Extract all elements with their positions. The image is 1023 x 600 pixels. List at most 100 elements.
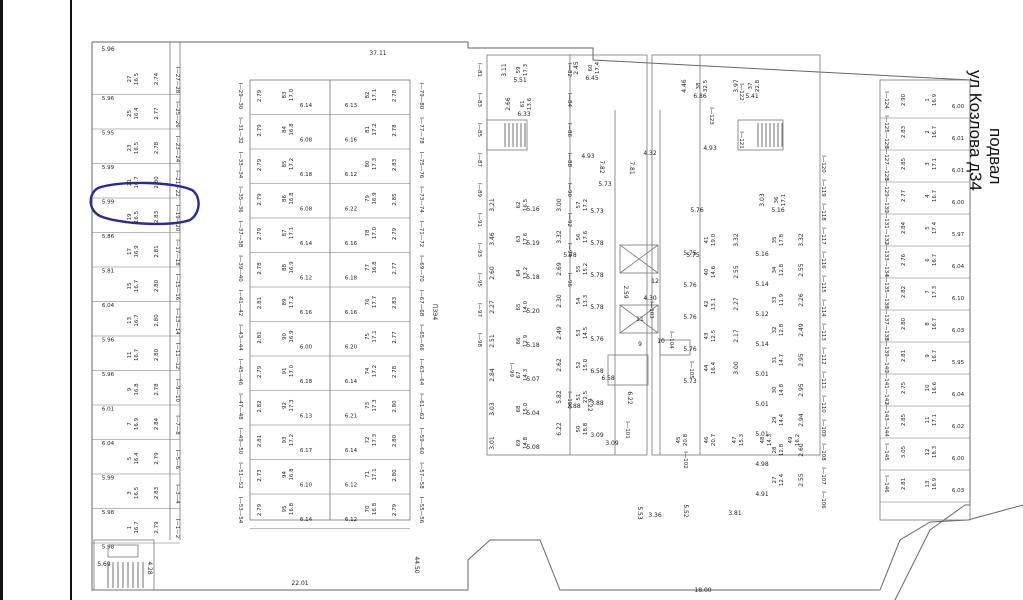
column-d-depth: 2.80 bbox=[901, 317, 907, 330]
right-mid-width: 5.01 bbox=[755, 371, 769, 378]
column-d-room-number: 5 bbox=[925, 226, 931, 230]
column-d-depth: 2.82 bbox=[901, 286, 907, 298]
core-dimension: 4.30 bbox=[643, 295, 657, 302]
column-b-room-area: 17.2 bbox=[289, 296, 295, 308]
column-b-pair-label: I—35—36 bbox=[237, 186, 243, 213]
column-c-pair-label: I—71—72 bbox=[418, 221, 424, 248]
column-b-room-number: 84 bbox=[282, 126, 288, 133]
column-a-width: 5.96 bbox=[102, 96, 115, 102]
corridor-left-label: I—93 bbox=[476, 243, 482, 258]
core-dimension: 2.59 bbox=[622, 285, 629, 299]
column-c-width: 6.12 bbox=[345, 483, 357, 489]
column-d-room-number: 4 bbox=[925, 194, 931, 198]
column-d-pair-label: I—141—142 bbox=[883, 371, 889, 405]
inner-right-depth: 3.32 bbox=[733, 233, 740, 247]
inner-left-width: 6.58 bbox=[590, 368, 604, 375]
column-d-depth: 2.75 bbox=[901, 381, 907, 394]
inner-left-width: 5.73 bbox=[590, 208, 604, 215]
top-block-width: 5.51 bbox=[513, 77, 527, 84]
column-d-width: 6.01 bbox=[952, 168, 964, 174]
column-d-room-number: 10 bbox=[925, 384, 931, 391]
column-c-width: 6.18 bbox=[345, 276, 358, 282]
left-mid-room-number: 63 bbox=[516, 235, 522, 242]
column-b-room-number: 85 bbox=[282, 160, 288, 167]
column-c-room-area: 17.1 bbox=[372, 468, 378, 480]
column-c-pair-label: I—69—70 bbox=[418, 255, 424, 282]
corridor-right-label: I—115 bbox=[820, 275, 826, 293]
column-d-room-number: 11 bbox=[925, 417, 931, 424]
right-mid-room-area: 14.4 bbox=[779, 413, 785, 426]
right-mid-depth: 2.95 bbox=[798, 353, 805, 367]
corridor-mid-label: I—86 bbox=[566, 123, 572, 138]
elevator-shaft bbox=[619, 304, 659, 334]
right-mid-room-area: 11.9 bbox=[779, 293, 785, 306]
left-mid-room-number: 62 bbox=[516, 202, 522, 209]
column-d-room-area: 16.9 bbox=[932, 477, 938, 490]
column-a-pair-label: I—9—10 bbox=[174, 379, 180, 403]
column-b-width: 6.14 bbox=[300, 241, 313, 247]
shaft-label: 10 bbox=[657, 338, 665, 345]
corridor-left-label: I—98 bbox=[476, 333, 482, 348]
column-c-room-number: 75 bbox=[365, 333, 371, 340]
left-mid-room-area: 17.6 bbox=[523, 232, 529, 245]
column-a-depth: 2.80 bbox=[154, 279, 160, 292]
column-a-room-area: 16.7 bbox=[134, 521, 140, 534]
core-dimension: 5.52 bbox=[682, 504, 689, 518]
inner-left-room-number: 56 bbox=[576, 233, 582, 240]
core-dimension: 5.75 bbox=[686, 252, 700, 259]
column-d-depth: 3.05 bbox=[901, 445, 907, 458]
right-mid-room-area: 12.4 bbox=[779, 473, 785, 486]
column-d-pair-label: I—135—136 bbox=[883, 275, 889, 309]
inner-right-room-area: 20.7 bbox=[711, 433, 717, 446]
column-b-pair-label: I—31—32 bbox=[237, 117, 243, 144]
column-c-pair-label: I—75—76 bbox=[418, 152, 424, 179]
column-d-room-area: 16.9 bbox=[932, 93, 938, 106]
inner-left-width: 5.78 bbox=[590, 240, 604, 247]
column-c-depth: 2.80 bbox=[392, 400, 398, 413]
column-c-depth: 2.80 bbox=[392, 469, 398, 482]
left-stair-block bbox=[93, 539, 155, 591]
column-d-room-area: 16.6 bbox=[932, 381, 938, 394]
column-c-room-number: 79 bbox=[365, 195, 371, 202]
inner-right-depth: 2.17 bbox=[733, 329, 740, 343]
column-a-width: 5.96 bbox=[102, 338, 115, 344]
column-b-room-area: 16.8 bbox=[289, 192, 295, 205]
inner-right-room-area: 19.0 bbox=[711, 233, 717, 246]
column-d-width: 6.00 bbox=[952, 200, 965, 206]
column-c-room-area: 17.1 bbox=[372, 89, 378, 101]
column-d-room-area: 17.1 bbox=[932, 414, 938, 426]
left-mid-depth: 2.27 bbox=[489, 300, 496, 314]
top-block-depth: 3.11 bbox=[501, 63, 508, 77]
core-dimension: 3.81 bbox=[728, 510, 742, 517]
column-c-room-number: 82 bbox=[365, 92, 371, 99]
highlight-circle bbox=[89, 181, 200, 226]
corridor-mid-label: I—103 bbox=[648, 301, 654, 319]
column-b-room-number: 90 bbox=[282, 333, 288, 340]
column-a-room-area: 16.9 bbox=[134, 245, 140, 258]
column-c-width: 6.12 bbox=[345, 172, 357, 178]
column-a-depth: 2.79 bbox=[154, 452, 160, 465]
column-c-depth: 2.78 bbox=[392, 89, 398, 102]
inner-left-width: 5.78 bbox=[590, 272, 604, 279]
inner-right-room-area: 16.2 bbox=[795, 434, 801, 446]
corridor-left-label: I—100 bbox=[566, 391, 572, 409]
column-d-width: 6.00 bbox=[952, 104, 965, 110]
top-block-room-number: 59 bbox=[516, 66, 522, 73]
column-c-room-number: 77 bbox=[365, 264, 371, 271]
column-c-depth: 2.77 bbox=[392, 331, 398, 344]
elevator-cross bbox=[619, 244, 659, 274]
top-block-room-area: 17.1 bbox=[781, 194, 787, 206]
column-b-width: 6.12 bbox=[300, 276, 312, 282]
left-mid-width: 5.20 bbox=[526, 308, 540, 315]
inner-left-depth: 2.49 bbox=[556, 326, 563, 340]
column-a-room-number: 11 bbox=[127, 352, 133, 359]
left-mid-room-area: 14.8 bbox=[523, 436, 529, 449]
column-a-depth: 2.83 bbox=[154, 210, 160, 223]
core-dimension: 5.53 bbox=[636, 506, 643, 520]
right-mid-width: 5.12 bbox=[755, 311, 769, 318]
corridor-left-label: I—91 bbox=[476, 213, 482, 227]
left-mid-room-area: 15.0 bbox=[523, 402, 529, 415]
top-block-depth: 3.97 bbox=[733, 79, 740, 93]
column-d-pair-label: I—125—126 bbox=[883, 115, 889, 149]
